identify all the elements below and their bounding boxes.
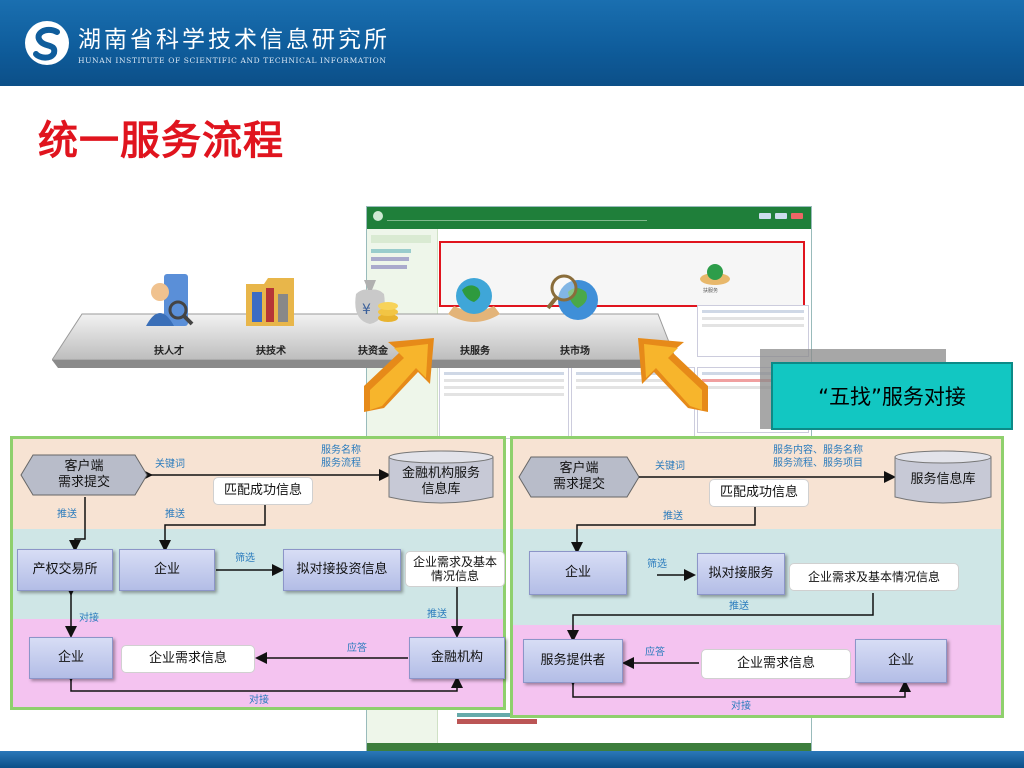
label-connect-2: 对接 (249, 695, 269, 706)
toolbox-folder-icon (246, 278, 294, 326)
footer-bar (0, 751, 1024, 768)
label-service-name: 服务名称 服务流程 (321, 445, 361, 469)
globe-hands-icon (448, 278, 500, 322)
label-push-1: 推送 (57, 509, 77, 520)
app-footer (367, 743, 811, 753)
enterprise-demand-info: 企业需求信息 (121, 645, 255, 673)
enterprise-bottom[interactable]: 企业 (855, 639, 947, 683)
orange-arrow-right-icon (638, 338, 708, 412)
enterprise-mid[interactable]: 企业 (529, 551, 627, 595)
label-reply: 应答 (645, 647, 665, 658)
investment-info[interactable]: 拟对接投资信息 (283, 549, 401, 591)
enterprise-demand-info: 企业需求信息 (701, 649, 851, 679)
match-info: 匹配成功信息 (213, 477, 313, 505)
shelf-item-service[interactable]: 扶服务 (442, 270, 506, 360)
client-hexagon[interactable] (517, 455, 641, 499)
shelf-item-label: 扶人才 (154, 346, 184, 357)
service-info[interactable]: 拟对接服务 (697, 553, 785, 595)
label-connect-1: 对接 (79, 613, 99, 624)
org-name-en: HUNAN INSTITUTE OF SCIENTIFIC AND TECHNI… (78, 56, 387, 65)
match-info: 匹配成功信息 (709, 479, 809, 507)
header-band: 湖南省科学技术信息研究所 HUNAN INSTITUTE OF SCIENTIF… (0, 0, 1024, 86)
news-panel-right (697, 305, 809, 357)
extra-service-tile[interactable]: 扶服务 (697, 261, 733, 297)
service-flow-panel: 客户端 需求提交 服务信息库 匹配成功信息 企业 拟对接服务 企业需求及基本情况… (510, 436, 1004, 718)
shelf-item-funding[interactable]: ¥ 扶资金 (340, 270, 404, 360)
notice-panel (571, 367, 695, 439)
highlight-frame (439, 241, 805, 307)
financial-db-cylinder (388, 450, 494, 504)
flow-connectors (567, 471, 911, 698)
label-keyword: 关键词 (155, 459, 185, 470)
label-push-1: 推送 (663, 511, 683, 522)
label-keyword: 关键词 (655, 461, 685, 472)
financing-flow-panel: 客户端 需求提交 金融机构服务 信息库 匹配成功信息 产权交易所 企业 拟对接投… (10, 436, 506, 710)
label-push-3: 推送 (427, 609, 447, 620)
svg-text:¥: ¥ (362, 302, 371, 318)
slide-title: 统一服务流程 (38, 118, 284, 164)
label-push-2: 推送 (165, 509, 185, 520)
service-provider[interactable]: 服务提供者 (523, 639, 623, 683)
money-bag-icon: ¥ (355, 280, 398, 324)
globe-hands-icon (700, 264, 730, 285)
property-exchange[interactable]: 产权交易所 (17, 549, 113, 591)
institute-logo-icon (25, 21, 69, 65)
enterprise-bottom[interactable]: 企业 (29, 637, 113, 679)
client-hexagon[interactable] (19, 453, 149, 497)
financial-db-label: 金融机构服务 信息库 (401, 466, 480, 497)
five-search-callout: “五找”服务对接 (771, 362, 1013, 430)
shelf-item-label: 扶服务 (460, 346, 490, 357)
enterprise-mid[interactable]: 企业 (119, 549, 215, 591)
client-label: 客户端 需求提交 (552, 461, 605, 492)
financial-institution[interactable]: 金融机构 (409, 637, 505, 679)
orange-arrow-left-icon (364, 338, 434, 412)
enterprise-basic-info: 企业需求及基本 情况信息 (405, 551, 505, 587)
shelf-item-label: 扶技术 (256, 346, 286, 357)
app-topbar (367, 207, 811, 229)
service-db-label: 服务信息库 (910, 472, 976, 488)
label-push-2: 推送 (729, 601, 749, 612)
label-service-content: 服务内容、服务名称 服务流程、服务项目 (773, 445, 863, 469)
label-filter: 筛选 (647, 559, 667, 570)
label-filter: 筛选 (235, 553, 255, 564)
service-db-cylinder (894, 450, 992, 504)
shelf-item-talent[interactable]: 扶人才 (136, 270, 200, 360)
standard-service-panel (439, 367, 569, 439)
globe-magnifier-icon (546, 274, 598, 320)
org-name-cn: 湖南省科学技术信息研究所 (78, 27, 390, 53)
window-controls[interactable] (759, 211, 807, 221)
label-connect: 对接 (731, 701, 751, 712)
shelf-item-technology[interactable]: 扶技术 (238, 270, 302, 360)
label-reply: 应答 (347, 643, 367, 654)
shelf-item-label: 扶资金 (358, 346, 388, 357)
shelf-item-label: 扶市场 (560, 346, 590, 357)
app-nav-strip (387, 220, 647, 221)
client-label: 客户端 需求提交 (57, 459, 110, 490)
person-search-icon (146, 274, 194, 326)
shelf-item-market[interactable]: 扶市场 (542, 270, 606, 360)
app-logo-icon (373, 211, 383, 221)
flow-connectors (65, 469, 463, 692)
enterprise-basic-info: 企业需求及基本情况信息 (789, 563, 959, 591)
